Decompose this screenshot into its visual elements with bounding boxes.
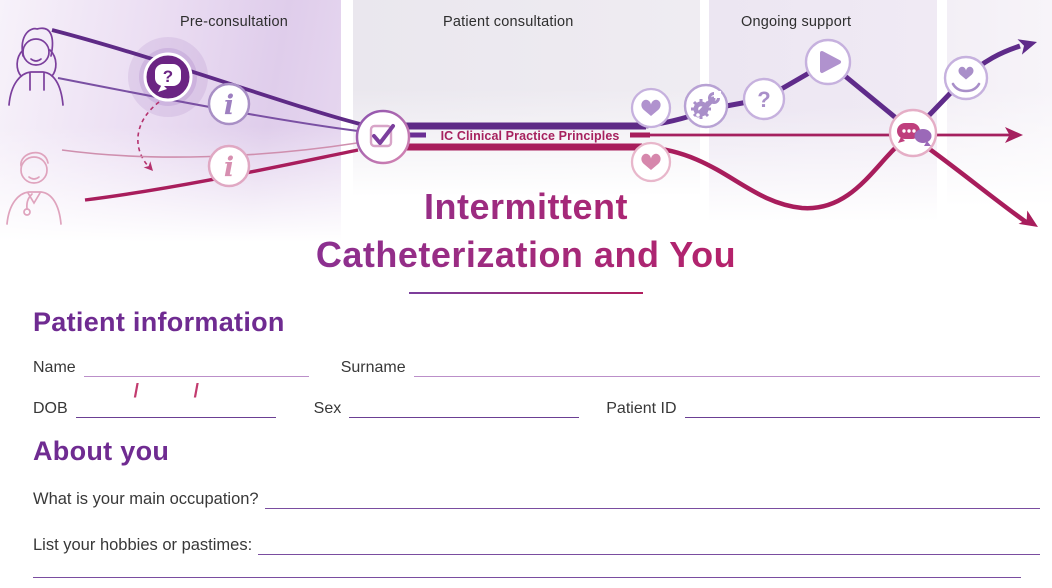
info-clinician-icon: i xyxy=(207,144,251,188)
title-divider xyxy=(409,292,643,294)
question-glyph: ? xyxy=(163,67,173,86)
hobbies-field[interactable] xyxy=(258,535,1040,555)
heart-clinician-icon xyxy=(630,141,672,183)
occupation-label: What is your main occupation? xyxy=(33,490,259,508)
arrow-right-middle-icon xyxy=(1005,127,1023,143)
sex-label: Sex xyxy=(313,400,342,417)
stage-label-patient-consultation: Patient consultation xyxy=(443,14,574,30)
sex-field[interactable] xyxy=(349,398,580,418)
patient-id-field[interactable] xyxy=(684,398,1040,418)
form-row-dob-sex-id: DOB / / Sex Patient ID xyxy=(33,381,1040,418)
tools-icon xyxy=(683,83,729,129)
stage-label-pre-consultation: Pre-consultation xyxy=(180,14,288,30)
checklist-icon xyxy=(355,109,411,165)
heart-patient-icon xyxy=(630,87,672,129)
patient-id-label: Patient ID xyxy=(606,400,677,417)
hobbies-continuation-field[interactable] xyxy=(33,577,1021,578)
arrow-right-bottom-icon xyxy=(1018,210,1038,227)
dashed-arrow-icon xyxy=(137,101,160,171)
name-label: Name xyxy=(33,359,76,376)
patient-information-heading: Patient information xyxy=(33,307,285,337)
clinician-figure-icon xyxy=(6,151,62,225)
info-glyph: i xyxy=(224,152,234,183)
question-glyph: ? xyxy=(757,87,770,112)
arrow-right-top-icon xyxy=(1017,39,1037,55)
chat-bubbles-icon xyxy=(888,108,938,158)
question-bubble-icon: ? xyxy=(143,52,193,102)
play-video-icon xyxy=(804,38,852,86)
journey-graphic: ? i i xyxy=(6,27,1038,227)
dob-slash: / xyxy=(193,381,199,402)
page-title-line1: Intermittent xyxy=(424,186,628,227)
hobbies-row: List your hobbies or pastimes: xyxy=(33,533,1040,555)
occupation-field[interactable] xyxy=(264,489,1040,509)
form-row-name-surname: Name Surname xyxy=(33,355,1040,377)
surname-field[interactable] xyxy=(413,357,1040,377)
stage-label-ongoing-support: Ongoing support xyxy=(741,14,852,30)
patient-figure-icon xyxy=(8,27,64,106)
band-label: IC Clinical Practice Principles xyxy=(440,129,620,143)
hobbies-label: List your hobbies or pastimes: xyxy=(33,536,253,554)
dob-label: DOB xyxy=(33,400,68,417)
occupation-row: What is your main occupation? xyxy=(33,487,1040,509)
dob-slash: / xyxy=(133,381,139,402)
info-patient-icon: i xyxy=(207,82,251,126)
about-you-heading: About you xyxy=(33,436,170,466)
page-title-line2: Catheterization and You xyxy=(315,233,737,275)
info-glyph: i xyxy=(224,90,234,121)
name-field[interactable] xyxy=(83,357,309,377)
dob-field[interactable]: / / xyxy=(75,381,276,418)
hand-heart-icon xyxy=(943,55,989,101)
question-icon: ? xyxy=(742,77,786,121)
stage-panel-pre-consultation xyxy=(0,0,341,252)
surname-label: Surname xyxy=(340,359,406,376)
